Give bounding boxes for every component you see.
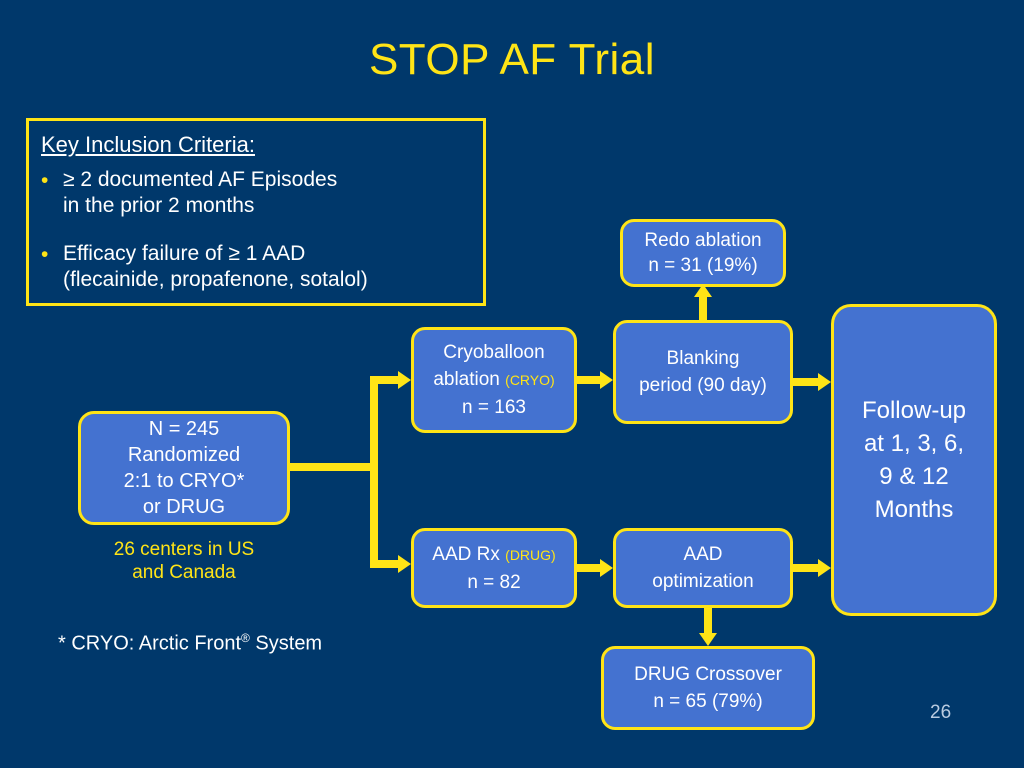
criteria-list-item: • ≥ 2 documented AF Episodes in the prio… <box>41 167 481 219</box>
page-number: 26 <box>930 702 952 723</box>
aad-rx-line-1: AAD Rx (DRUG) <box>414 541 574 569</box>
cryo-line-2-main: ablation <box>433 369 506 390</box>
redo-line-2: n = 31 (19%) <box>648 255 758 276</box>
connector-optimization-to-crossover <box>704 608 712 636</box>
aad-rx-tag: (DRUG) <box>505 546 556 563</box>
randomized-line-2: Randomized <box>127 444 241 466</box>
cryo-line-3: n = 163 <box>462 397 526 418</box>
box-aad-rx[interactable]: AAD Rx (DRUG) n = 82 <box>411 528 577 608</box>
aad-opt-line-1: AAD <box>683 544 723 565</box>
crossover-line-2: n = 65 (79%) <box>653 691 763 712</box>
followup-line-1: Follow-up <box>861 397 967 424</box>
caption-centers: 26 centers in US and Canada <box>78 538 290 584</box>
cryo-line-1: Cryoballoon <box>443 342 545 363</box>
arrow-to-blanking <box>600 371 613 389</box>
connector-split-to-cryo <box>370 376 404 384</box>
connector-randomized-to-split <box>290 463 378 471</box>
criteria-item-line-1: Efficacy failure of ≥ 1 AAD <box>63 242 306 265</box>
cryo-line-2: ablation (CRYO) <box>414 366 574 394</box>
footnote-suffix: System <box>249 632 323 655</box>
cryo-tag: (CRYO) <box>505 372 555 388</box>
randomized-line-3: 2:1 to CRYO* <box>123 470 245 492</box>
aad-opt-line-2: optimization <box>652 571 754 592</box>
arrow-to-redo <box>694 284 712 297</box>
criteria-heading: Key Inclusion Criteria: <box>41 132 255 157</box>
connector-aad-rx-to-optimization <box>577 564 603 572</box>
box-drug-crossover[interactable]: DRUG Crossover n = 65 (79%) <box>601 646 815 730</box>
key-inclusion-criteria-box: Key Inclusion Criteria: • ≥ 2 documented… <box>26 118 486 306</box>
arrow-to-followup-top <box>818 373 831 391</box>
criteria-item-line-1: ≥ 2 documented AF Episodes <box>63 168 338 191</box>
randomized-line-1: N = 245 <box>148 418 220 440</box>
followup-line-2: at 1, 3, 6, <box>863 430 965 457</box>
footnote-prefix: * CRYO: Arctic Front <box>58 632 242 655</box>
blanking-line-1: Blanking <box>666 348 740 369</box>
connector-optimization-to-followup <box>793 564 825 572</box>
arrow-to-drug-crossover <box>699 633 717 646</box>
box-redo-ablation[interactable]: Redo ablation n = 31 (19%) <box>620 219 786 287</box>
connector-split-vertical <box>370 376 378 568</box>
aad-rx-line-1-main: AAD Rx <box>432 543 506 565</box>
aad-rx-line-2: n = 82 <box>467 571 521 593</box>
connector-blanking-to-redo <box>699 292 707 324</box>
page-title: STOP AF Trial <box>368 35 656 84</box>
criteria-item-line-2: in the prior 2 months <box>63 194 255 217</box>
centers-line-1: 26 centers in US <box>113 539 255 560</box>
box-followup[interactable]: Follow-up at 1, 3, 6, 9 & 12 Months <box>831 304 997 616</box>
connector-cryo-to-blanking <box>577 376 603 384</box>
arrow-to-cryo <box>398 371 411 389</box>
box-cryoballoon-ablation[interactable]: Cryoballoon ablation (CRYO) n = 163 <box>411 327 577 433</box>
bullet-icon: • <box>41 243 49 266</box>
bullet-icon: • <box>41 169 49 192</box>
arrow-to-followup-bottom <box>818 559 831 577</box>
followup-line-3: 9 & 12 <box>879 463 949 490</box>
registered-trademark-icon: ® <box>241 631 250 645</box>
randomized-line-4: or DRUG <box>142 496 226 518</box>
blanking-line-2: period (90 day) <box>639 375 767 396</box>
criteria-item-line-2: (flecainide, propafenone, sotalol) <box>63 268 368 291</box>
criteria-item-text: Efficacy failure of ≥ 1 AAD (flecainide,… <box>63 241 481 293</box>
redo-line-1: Redo ablation <box>644 230 762 251</box>
criteria-item-text: ≥ 2 documented AF Episodes in the prior … <box>63 167 481 219</box>
crossover-line-1: DRUG Crossover <box>634 664 782 685</box>
connector-split-to-aad-rx <box>370 560 404 568</box>
box-randomized[interactable]: N = 245 Randomized 2:1 to CRYO* or DRUG <box>78 411 290 525</box>
box-aad-optimization[interactable]: AAD optimization <box>613 528 793 608</box>
criteria-list-item: • Efficacy failure of ≥ 1 AAD (flecainid… <box>41 241 481 293</box>
box-blanking-period[interactable]: Blanking period (90 day) <box>613 320 793 424</box>
connector-blanking-to-followup <box>793 378 825 386</box>
followup-line-4: Months <box>874 496 954 523</box>
arrow-to-aad-optimization <box>600 559 613 577</box>
arrow-to-aad-rx <box>398 555 411 573</box>
footnote-cryo-definition: * CRYO: Arctic Front® System <box>58 625 322 657</box>
centers-line-2: and Canada <box>132 562 236 583</box>
